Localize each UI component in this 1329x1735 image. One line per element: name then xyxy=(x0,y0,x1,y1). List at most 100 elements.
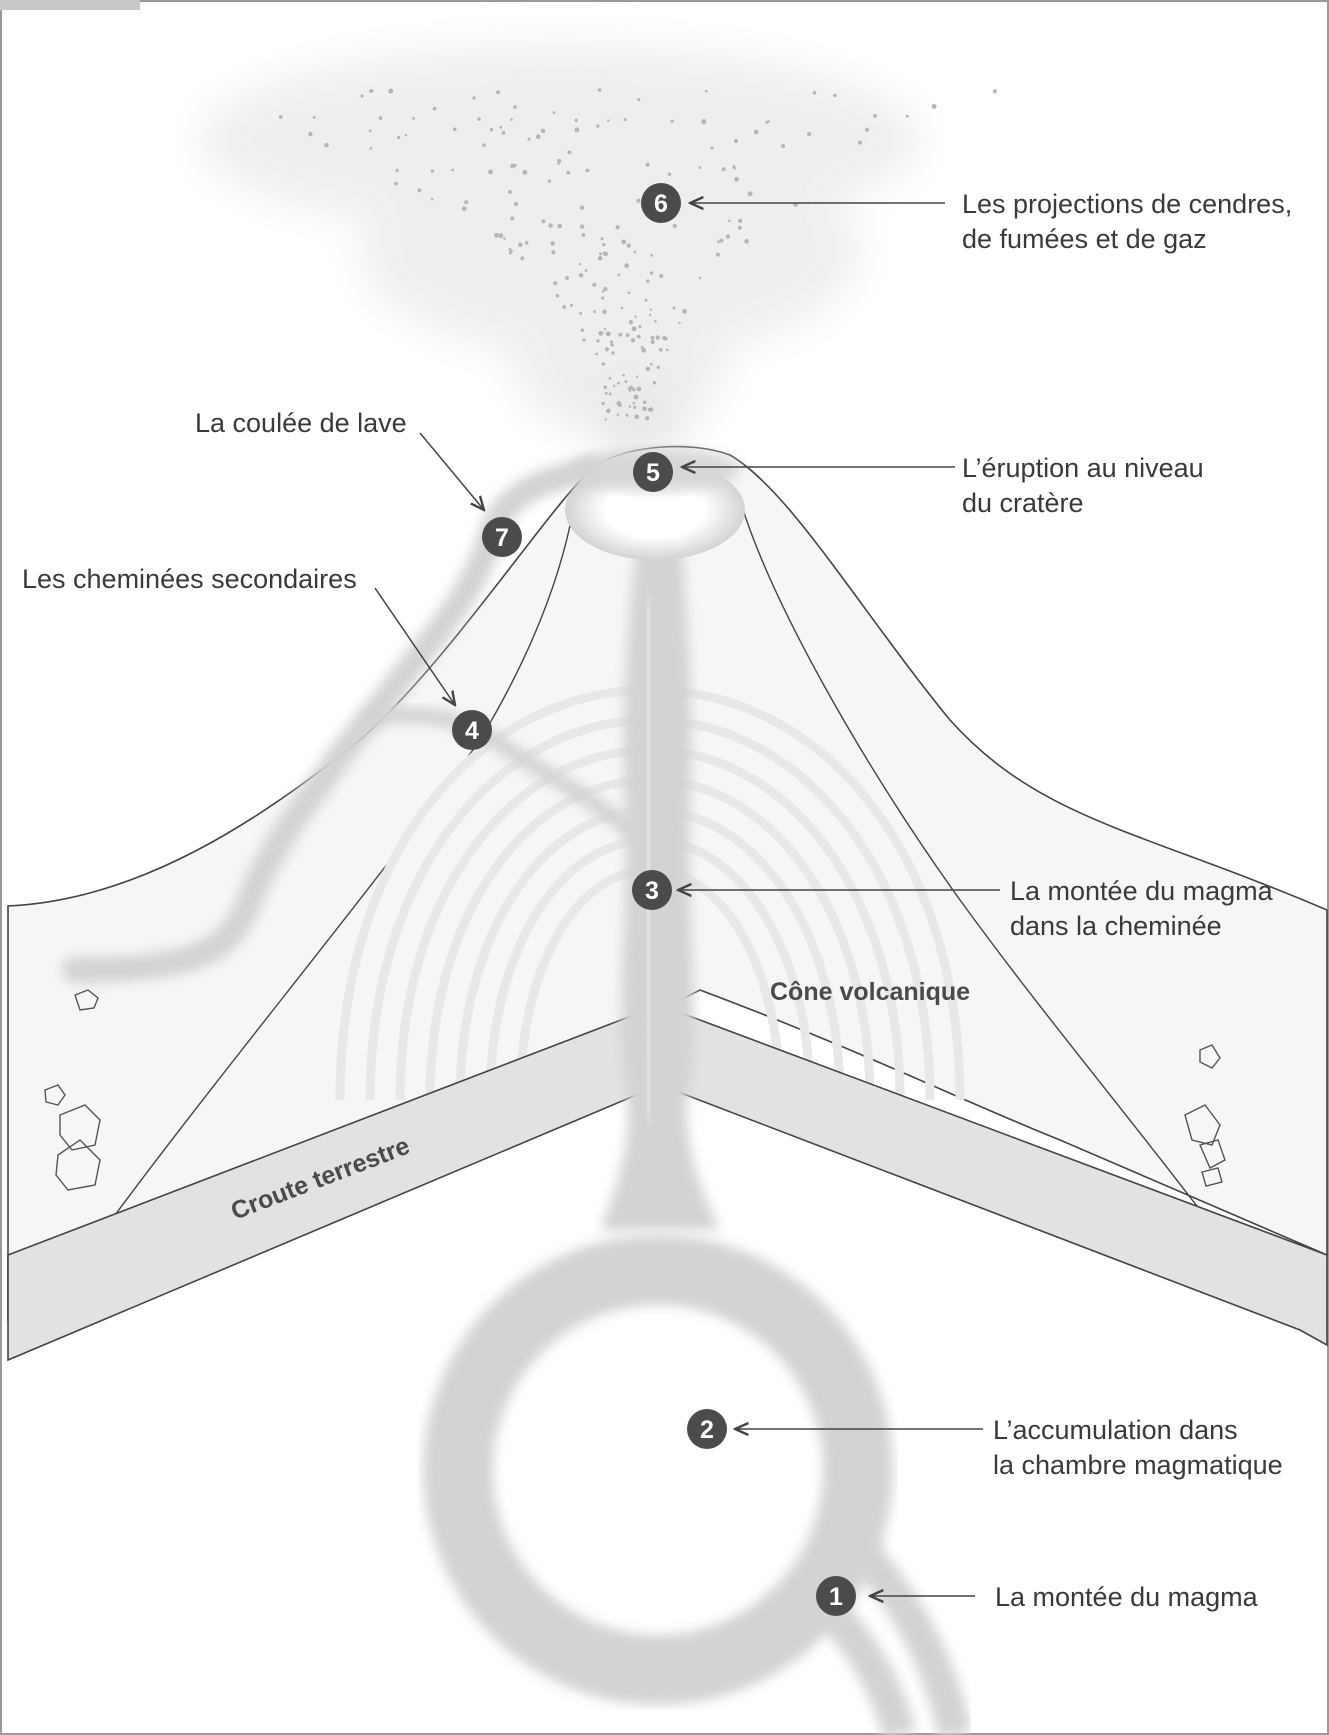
label-step5-line1: L’éruption au niveau xyxy=(962,453,1204,483)
ash-particle xyxy=(582,338,586,342)
ash-particle xyxy=(642,406,647,412)
label-step3-line2: dans la cheminée xyxy=(1010,911,1222,941)
ash-particle xyxy=(747,191,753,197)
marker-2-number: 2 xyxy=(700,1416,714,1444)
ash-particle xyxy=(650,335,655,340)
marker-4: 4 xyxy=(452,710,492,750)
ash-particle xyxy=(864,127,870,132)
ash-particle xyxy=(513,163,517,168)
ash-particle xyxy=(312,115,316,119)
ash-particle xyxy=(324,142,329,148)
rocks-right xyxy=(1184,1044,1226,1187)
ash-particle xyxy=(395,168,399,173)
ash-particle xyxy=(597,256,603,261)
ash-particle xyxy=(308,131,313,137)
ash-particle xyxy=(807,132,812,137)
label-step5-line2: du cratère xyxy=(962,488,1084,518)
label-step4: Les cheminées secondaires xyxy=(22,564,357,594)
ash-particle xyxy=(698,276,702,280)
ash-particle xyxy=(622,373,625,377)
ash-particle xyxy=(601,296,605,300)
ash-particle xyxy=(595,352,598,356)
ash-particle xyxy=(508,190,512,194)
ash-particle xyxy=(672,306,676,310)
ash-particle xyxy=(645,162,650,167)
ash-particle xyxy=(607,119,610,122)
ash-particle xyxy=(603,385,608,389)
ash-particle xyxy=(652,381,657,385)
ash-particle xyxy=(642,400,647,404)
ash-particle xyxy=(477,117,481,121)
ash-particle xyxy=(628,388,632,392)
ash-particle xyxy=(430,169,435,173)
ash-particle xyxy=(496,90,501,95)
ash-particle xyxy=(464,200,469,205)
ash-particle xyxy=(641,347,647,353)
ash-particle xyxy=(636,415,640,419)
ash-particle xyxy=(625,413,629,417)
ash-particle xyxy=(634,315,637,318)
marker-1: 1 xyxy=(816,1576,856,1616)
ash-particle xyxy=(721,167,726,172)
marker-6: 6 xyxy=(641,183,681,223)
label-step6-line2: de fumées et de gaz xyxy=(962,224,1207,254)
ash-particle xyxy=(417,188,422,193)
label-step7: La coulée de lave xyxy=(195,408,407,438)
ash-particle xyxy=(566,170,571,175)
ash-particle xyxy=(369,146,373,150)
ash-particle xyxy=(645,416,650,421)
ash-particle xyxy=(567,150,572,155)
ash-particle xyxy=(678,321,681,325)
ash-particle xyxy=(369,88,374,94)
ash-particle xyxy=(541,219,546,224)
ash-particle xyxy=(553,281,558,286)
ash-particle xyxy=(646,279,650,283)
ash-particle xyxy=(628,319,634,325)
ash-particle xyxy=(602,243,606,247)
ash-particle xyxy=(608,377,612,380)
ash-particle xyxy=(388,88,394,94)
ash-particle xyxy=(616,400,622,406)
marker-4-number: 4 xyxy=(465,717,479,745)
ash-particle xyxy=(645,366,651,372)
ash-particle xyxy=(378,116,383,120)
ash-particle xyxy=(548,223,553,228)
ash-particle xyxy=(658,347,663,352)
cone-inner-right xyxy=(739,499,1201,1211)
ash-particle xyxy=(600,237,604,241)
ash-particle xyxy=(719,238,724,243)
marker-6-number: 6 xyxy=(654,190,668,218)
ash-particle xyxy=(738,218,743,224)
ash-particle xyxy=(513,105,517,109)
ash-particle xyxy=(580,328,585,333)
ash-particle xyxy=(524,240,529,245)
ash-particle xyxy=(551,250,556,255)
ash-particle xyxy=(649,362,653,366)
ash-particle xyxy=(629,385,633,390)
ash-particle xyxy=(710,146,714,150)
ash-particle xyxy=(633,405,637,409)
ash-particle xyxy=(518,242,523,248)
ash-particle xyxy=(557,223,562,229)
ash-particle xyxy=(717,240,720,244)
ash-particle xyxy=(765,120,769,124)
ash-particle xyxy=(644,298,648,302)
ash-particle xyxy=(603,286,608,292)
ash-particle xyxy=(616,381,621,385)
magma-chamber xyxy=(423,1235,893,1705)
marker-7: 7 xyxy=(482,517,522,557)
ash-particle xyxy=(547,179,552,183)
ash-particle xyxy=(598,330,604,336)
ash-particle xyxy=(616,413,620,416)
ash-particle xyxy=(609,340,614,344)
ash-particle xyxy=(430,197,434,201)
ash-particle xyxy=(604,418,607,421)
ash-particle xyxy=(578,262,582,266)
ash-particle xyxy=(557,162,560,165)
ash-particle xyxy=(626,243,631,248)
ash-particle xyxy=(555,294,560,298)
ash-particle xyxy=(535,134,541,140)
ash-particle xyxy=(650,339,655,344)
